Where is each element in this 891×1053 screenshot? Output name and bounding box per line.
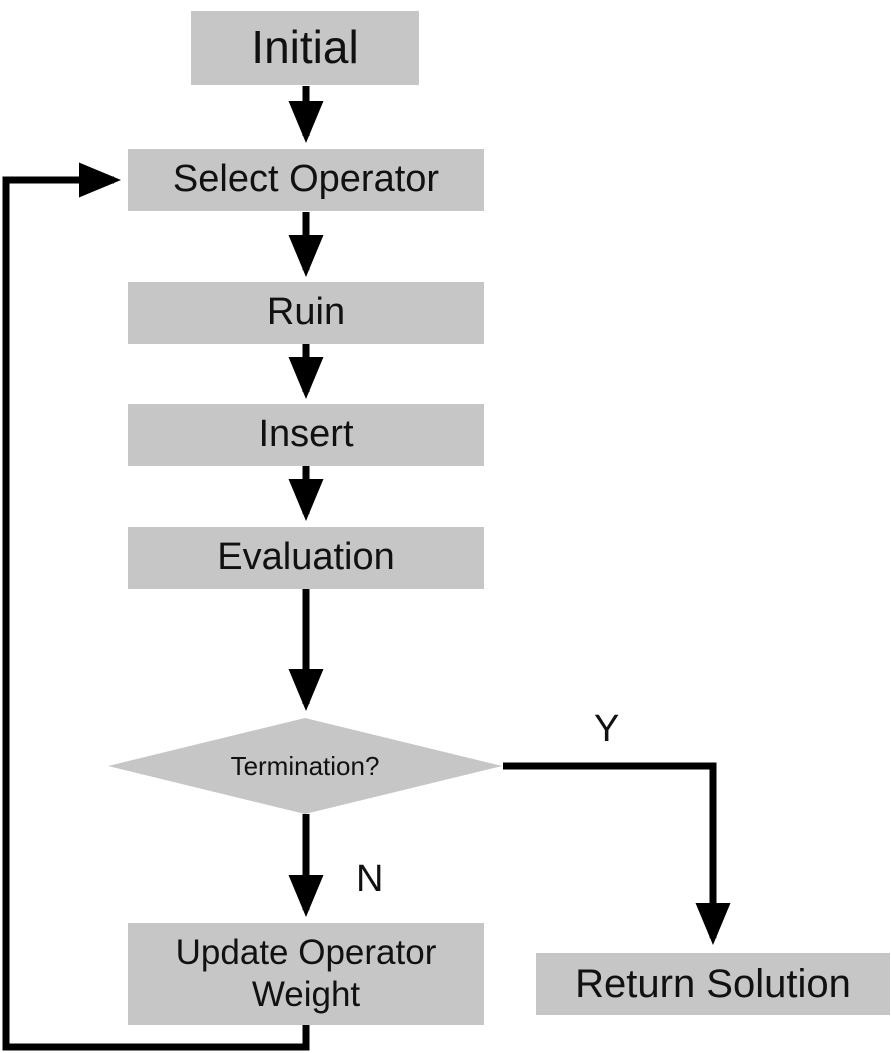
no-branch-label: N [356,858,383,901]
initial-box: Initial [191,11,419,85]
yes-label: Y [594,708,620,750]
ruin-label: Ruin [266,291,346,334]
insert-label: Insert [258,413,354,456]
evaluation-label: Evaluation [217,536,395,579]
initial-label: Initial [251,21,359,74]
return-solution-box: Return Solution [536,953,890,1015]
evaluation-box: Evaluation [128,527,484,589]
termination-diamond [108,718,502,814]
arrow-yes-to-return [503,762,731,945]
select-operator-label: Select Operator [172,158,440,201]
no-label: N [356,858,384,900]
return-solution-label: Return Solution [575,962,851,1006]
update-label-line2: Weight [251,975,361,1014]
insert-box: Insert [128,404,484,466]
termination-label: Termination? [230,750,380,781]
termination-label-wrap: Termination? [160,740,450,792]
yes-branch-label: Y [594,708,619,751]
arrow-loop-back [2,162,310,1051]
select-operator-box: Select Operator [128,149,484,211]
ruin-box: Ruin [128,282,484,344]
update-label-line1: Update Operator [175,933,437,972]
update-operator-weight-box: Update Operator Weight [128,923,484,1025]
